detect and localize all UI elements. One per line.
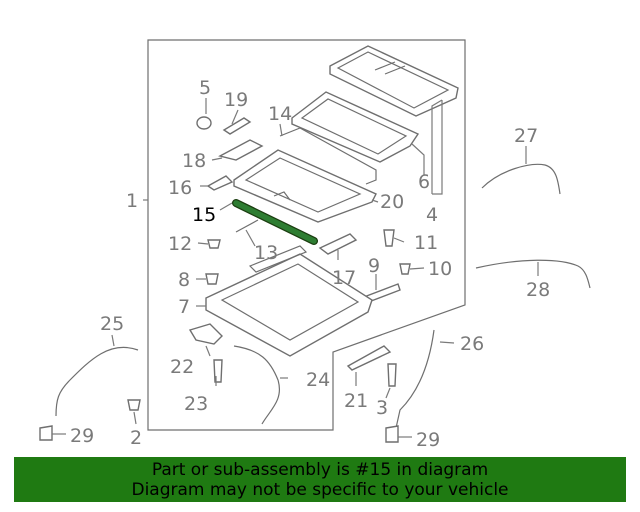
label-12: 12 bbox=[168, 233, 192, 255]
label-18: 18 bbox=[182, 150, 206, 172]
clip-19 bbox=[222, 117, 252, 135]
grommet-2 bbox=[127, 399, 141, 411]
bolt-11 bbox=[383, 229, 395, 247]
label-1: 1 bbox=[126, 190, 138, 212]
assembly-outline bbox=[147, 39, 466, 431]
label-27: 27 bbox=[514, 125, 538, 147]
label-11: 11 bbox=[414, 232, 438, 254]
part-15-highlight bbox=[232, 199, 318, 245]
info-banner: Part or sub-assembly is #15 in diagram D… bbox=[14, 457, 626, 502]
label-13: 13 bbox=[254, 242, 278, 264]
label-10: 10 bbox=[428, 258, 452, 280]
drain-hose-28 bbox=[475, 259, 591, 289]
clip-5 bbox=[196, 116, 212, 130]
label-20: 20 bbox=[380, 191, 404, 213]
label-17: 17 bbox=[332, 267, 356, 289]
sunroof-frame bbox=[205, 245, 373, 357]
bolt-23 bbox=[213, 359, 223, 383]
sunshade-panel bbox=[233, 149, 377, 223]
clip-12 bbox=[207, 239, 221, 249]
label-24: 24 bbox=[306, 369, 330, 391]
label-22: 22 bbox=[170, 356, 194, 378]
label-23: 23 bbox=[184, 393, 208, 415]
label-2: 2 bbox=[130, 427, 142, 449]
label-29-right: 29 bbox=[416, 429, 440, 451]
label-5: 5 bbox=[199, 77, 211, 99]
label-21: 21 bbox=[344, 390, 368, 412]
label-7: 7 bbox=[178, 296, 190, 318]
clip-8 bbox=[205, 273, 219, 285]
label-14: 14 bbox=[268, 103, 292, 125]
label-29-left: 29 bbox=[70, 425, 94, 447]
bracket-16 bbox=[206, 175, 234, 191]
label-8: 8 bbox=[178, 269, 190, 291]
label-25: 25 bbox=[100, 313, 124, 335]
deflector-strip bbox=[279, 127, 377, 185]
bolt-3 bbox=[387, 363, 397, 387]
clip-29-right bbox=[385, 425, 399, 443]
clip-29-left bbox=[39, 425, 53, 441]
drain-hose-25 bbox=[55, 346, 139, 417]
drain-hose-26 bbox=[395, 329, 435, 429]
sunroof-glass bbox=[329, 45, 459, 117]
label-19: 19 bbox=[224, 89, 248, 111]
label-3: 3 bbox=[376, 397, 388, 419]
drain-hose-17 bbox=[318, 233, 358, 255]
label-9: 9 bbox=[368, 255, 380, 277]
drain-hose-27 bbox=[481, 163, 561, 195]
banner-line-1: Part or sub-assembly is #15 in diagram bbox=[151, 460, 489, 480]
label-15: 15 bbox=[192, 204, 216, 226]
label-4: 4 bbox=[426, 204, 438, 226]
label-26: 26 bbox=[460, 333, 484, 355]
label-28: 28 bbox=[526, 279, 550, 301]
label-6: 6 bbox=[418, 171, 430, 193]
banner-line-2: Diagram may not be specific to your vehi… bbox=[131, 480, 509, 500]
bracket-21 bbox=[346, 345, 392, 371]
bracket-18 bbox=[218, 139, 264, 161]
clip-10 bbox=[399, 263, 411, 275]
strip-13 bbox=[235, 219, 259, 233]
cable-24 bbox=[233, 345, 280, 425]
glass-seal-frame bbox=[291, 91, 420, 163]
label-16: 16 bbox=[168, 177, 192, 199]
motor-22 bbox=[188, 323, 223, 345]
